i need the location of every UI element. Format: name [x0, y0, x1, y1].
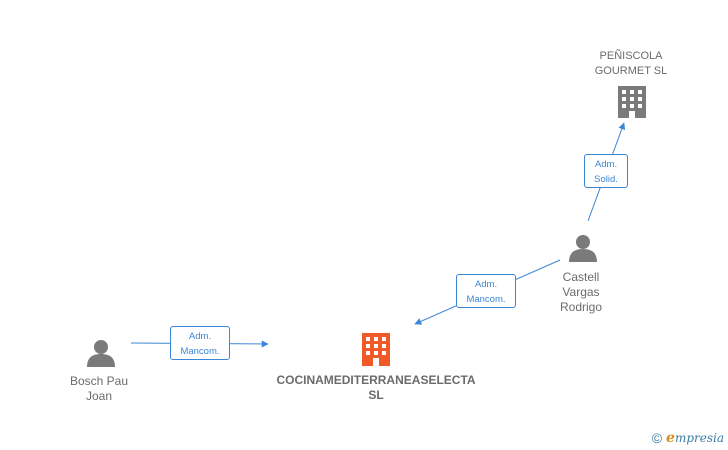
person-icon — [87, 340, 115, 367]
building-icon — [618, 86, 646, 118]
copyright-icon: © — [651, 430, 663, 446]
company-label-peniscola-gourmet[interactable]: PEÑISCOLA GOURMET SL — [594, 50, 668, 77]
person-icon — [569, 235, 597, 262]
edge-label-line: Adm. — [474, 279, 498, 290]
edge-label-castell-adm-solid: Adm. Solid. — [584, 154, 628, 188]
edge-label-line: Mancom. — [180, 346, 220, 357]
person-label-bosch-pau-joan[interactable]: Bosch Pau Joan — [69, 374, 129, 403]
brand-initial: e — [666, 430, 675, 446]
edge-label-castell-adm-mancom: Adm. Mancom. — [456, 274, 516, 308]
company-label-cocina-mediterranea[interactable]: COCINAMEDITERRANEASELECTA SL — [276, 373, 476, 402]
edge-label-line: Adm. — [188, 331, 212, 342]
edge-label-line: Adm. — [594, 159, 618, 170]
person-label-castell-vargas-rodrigo[interactable]: Castell Vargas Rodrigo — [559, 270, 603, 314]
building-icon — [362, 333, 390, 366]
edge-label-bosch-adm-mancom: Adm. Mancom. — [170, 326, 230, 360]
edge-label-line: Solid. — [594, 174, 618, 185]
edge-label-line: Mancom. — [466, 294, 506, 305]
brand-name: mpresia — [674, 431, 724, 445]
